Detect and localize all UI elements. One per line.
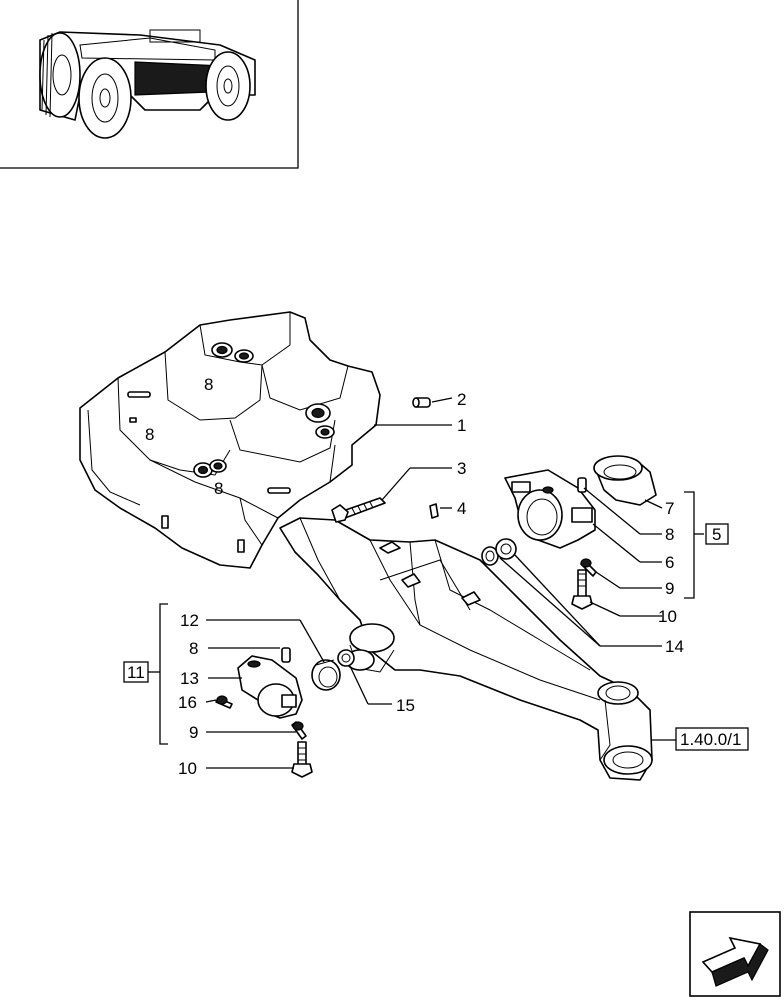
bracket-13 (237, 655, 303, 719)
callout-6: 6 (665, 553, 674, 572)
reference-label: 1.40.0/1 (680, 730, 741, 749)
casting-mark: 8 (214, 479, 223, 498)
callout-4: 4 (457, 499, 466, 518)
pin-8-right (577, 477, 587, 493)
bushing-12 (311, 659, 341, 691)
leader-lines (148, 397, 704, 769)
bracket-6 (504, 469, 596, 549)
front-support-casting: 8 8 8 (79, 311, 381, 569)
callout-9-left: 9 (189, 723, 198, 742)
next-page-arrow-icon[interactable] (689, 911, 781, 997)
callout-8-right: 8 (665, 525, 674, 544)
screw-16 (215, 695, 233, 709)
seals-14 (481, 538, 517, 566)
pin-2 (412, 397, 431, 408)
callout-8-left: 8 (189, 639, 198, 658)
bushing-7 (593, 455, 657, 506)
callout-16: 16 (178, 693, 197, 712)
pin-8-left (281, 647, 291, 663)
callout-13: 13 (180, 669, 199, 688)
screw-9-left (291, 721, 307, 740)
bolt-10-left (291, 741, 313, 778)
tractor-thumbnail (0, 0, 299, 169)
seal-15 (337, 649, 355, 667)
callout-11: 11 (127, 663, 145, 682)
nut-4 (429, 503, 439, 519)
screw-9-right (580, 558, 597, 577)
callout-2: 2 (457, 390, 466, 409)
callout-5-box (705, 523, 729, 545)
reference-box (675, 727, 749, 751)
bolt-3 (331, 497, 386, 523)
callout-10-right: 10 (658, 607, 677, 626)
callout-10-left: 10 (178, 759, 197, 778)
casting-mark: 8 (204, 375, 213, 394)
callout-14: 14 (665, 637, 684, 656)
casting-mark: 8 (145, 425, 154, 444)
bolt-10-right (571, 569, 593, 610)
callout-labels: 2 1 3 4 7 8 5 6 9 10 14 1.40.0/1 12 8 11… (123, 390, 749, 778)
callout-3: 3 (457, 459, 466, 478)
callout-9-right: 9 (665, 579, 674, 598)
callout-5: 5 (712, 525, 721, 544)
callout-11-box (123, 661, 149, 683)
callout-7: 7 (665, 499, 674, 518)
callout-15: 15 (396, 696, 415, 715)
callout-1: 1 (457, 416, 466, 435)
callout-12: 12 (180, 611, 199, 630)
front-axle-beam (279, 517, 653, 781)
